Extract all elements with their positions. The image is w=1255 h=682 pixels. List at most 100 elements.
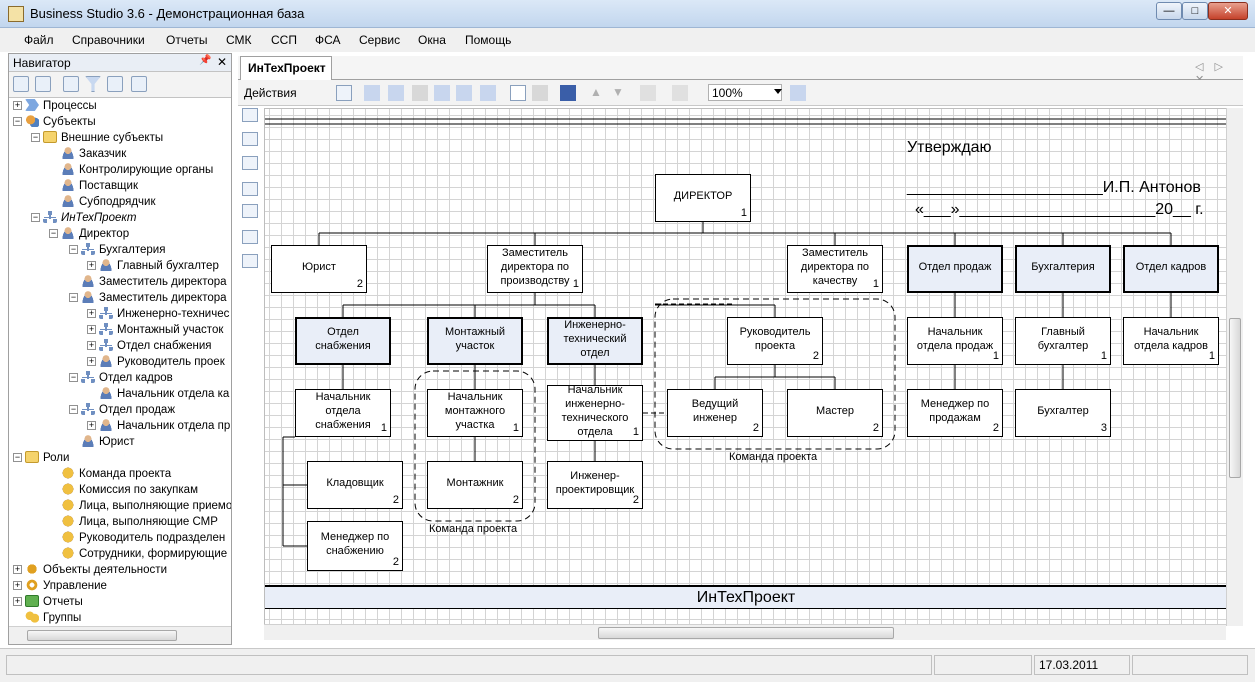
navigator-horizontal-scrollbar[interactable] — [9, 626, 231, 644]
collapse-icon[interactable]: − — [69, 404, 78, 414]
filter-icon[interactable] — [85, 76, 101, 92]
arrow-up-icon[interactable]: ▲ — [590, 85, 602, 99]
tools-icon[interactable] — [412, 85, 428, 101]
collapse-icon[interactable]: − — [31, 212, 40, 222]
tree-item[interactable]: −Директор — [49, 226, 129, 242]
tab-intehproekt[interactable]: ИнТехПроект — [240, 56, 332, 80]
expand-icon[interactable]: + — [13, 564, 22, 574]
tree-item[interactable]: Поставщик — [49, 178, 138, 194]
org-icon[interactable] — [242, 204, 258, 218]
edit-icon[interactable] — [336, 85, 352, 101]
menu-service[interactable]: Сервис — [359, 33, 401, 47]
arrow-down-icon[interactable]: ▼ — [612, 85, 624, 99]
tree-item[interactable]: −ИнТехПроект — [31, 210, 137, 226]
tree-item[interactable]: −Заместитель директора — [69, 290, 227, 306]
close-button[interactable]: ✕ — [1208, 2, 1248, 20]
tree-item[interactable]: +Монтажный участок — [87, 322, 223, 338]
properties-icon[interactable] — [63, 76, 79, 92]
org-box-supply[interactable]: Отдел снабжения — [295, 317, 391, 365]
text-icon[interactable] — [510, 85, 526, 101]
tree-item[interactable]: Заместитель директора — [69, 274, 227, 290]
tree-item[interactable]: −Отдел кадров — [69, 370, 173, 386]
save-icon[interactable] — [560, 85, 576, 101]
collapse-icon[interactable]: − — [31, 132, 40, 142]
org-chart-icon[interactable] — [434, 85, 450, 101]
tree-item[interactable]: +Главный бухгалтер — [87, 258, 219, 274]
expand-icon[interactable]: + — [13, 580, 22, 590]
menu-file[interactable]: Файл — [24, 33, 54, 47]
tree-item[interactable]: Руководитель подразделен — [49, 530, 225, 546]
maximize-button[interactable]: □ — [1182, 2, 1208, 20]
pin-icon[interactable]: 📌 — [199, 55, 212, 66]
collapse-icon[interactable]: − — [49, 228, 58, 238]
tree-item[interactable]: +Начальник отдела пр — [87, 418, 230, 434]
diagram-canvas[interactable]: Утверждаю ______________________И.П. Ант… — [264, 108, 1226, 626]
scroll-thumb[interactable] — [1229, 318, 1241, 478]
tree-item[interactable]: +Отдел снабжения — [87, 338, 212, 354]
tree-item[interactable]: Лица, выполняющие приемо — [49, 498, 231, 514]
expand-icon[interactable]: + — [87, 308, 96, 318]
vertical-scrollbar[interactable] — [1226, 108, 1243, 626]
scroll-thumb[interactable] — [27, 630, 177, 641]
menu-windows[interactable]: Окна — [418, 33, 446, 47]
print-icon[interactable] — [131, 76, 147, 92]
org-box-sales[interactable]: Отдел продаж — [907, 245, 1003, 293]
menu-references[interactable]: Справочники — [72, 33, 145, 47]
tree-item[interactable]: −Роли — [13, 450, 69, 466]
tree-item[interactable]: Заказчик — [49, 146, 126, 162]
tree-item[interactable]: Группы — [13, 610, 81, 624]
tree-item[interactable]: Комиссия по закупкам — [49, 482, 198, 498]
person-icon[interactable] — [242, 182, 258, 196]
auto-align-icon[interactable] — [388, 85, 404, 101]
scroll-thumb[interactable] — [598, 627, 894, 639]
expand-icon[interactable]: + — [87, 356, 96, 366]
expand-icon[interactable]: + — [87, 324, 96, 334]
collapse-icon[interactable]: − — [13, 116, 22, 126]
minimize-button[interactable]: — — [1156, 2, 1182, 20]
edit-icon[interactable] — [13, 76, 29, 92]
expand-icon[interactable]: + — [13, 100, 22, 110]
tree-item[interactable]: +Процессы — [13, 98, 97, 114]
tree-item[interactable]: +Отчеты — [13, 594, 83, 610]
zoom-select[interactable]: 100% — [708, 84, 782, 101]
org-box-acc[interactable]: Бухгалтерия — [1015, 245, 1111, 293]
menu-ssp[interactable]: ССП — [271, 33, 297, 47]
tree-item[interactable]: Начальник отдела ка — [87, 386, 229, 402]
menu-fsa[interactable]: ФСА — [315, 33, 341, 47]
tree-item[interactable]: Субподрядчик — [49, 194, 156, 210]
expand-icon[interactable]: + — [13, 596, 22, 606]
connector-dashed-icon[interactable] — [242, 156, 258, 170]
tree-item[interactable]: +Руководитель проек — [87, 354, 225, 370]
refresh-icon[interactable] — [35, 76, 51, 92]
frame-icon[interactable] — [242, 254, 258, 268]
tree-item[interactable]: Контролирующие органы — [49, 162, 213, 178]
org-box-eng[interactable]: Инженерно-технический отдел — [547, 317, 643, 365]
navigator-close-button[interactable]: ✕ — [217, 55, 228, 69]
tree-item[interactable]: +Управление — [13, 578, 107, 594]
actions-dropdown[interactable]: Действия — [244, 86, 297, 100]
tree-view-icon[interactable] — [107, 76, 123, 92]
menu-help[interactable]: Помощь — [465, 33, 512, 47]
clear-format-icon[interactable] — [532, 85, 548, 101]
move-right-icon[interactable] — [480, 85, 496, 101]
org-box-hr[interactable]: Отдел кадров — [1123, 245, 1219, 293]
undo-icon[interactable] — [640, 85, 656, 101]
chevron-down-icon[interactable] — [774, 89, 782, 94]
text-block-icon[interactable] — [242, 230, 258, 244]
